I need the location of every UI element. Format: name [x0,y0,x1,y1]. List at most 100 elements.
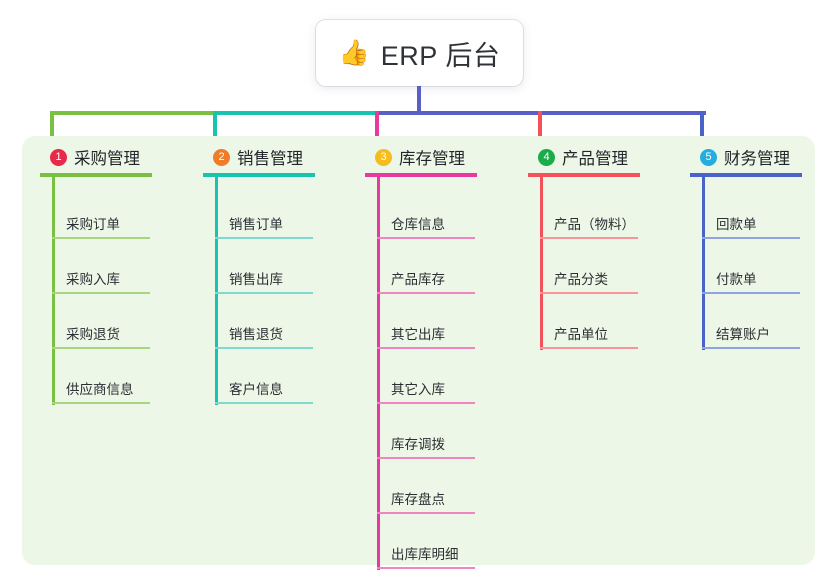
leaf-item[interactable]: 产品单位 [540,327,638,349]
branch-title: 财务管理 [724,150,790,168]
leaf-rule [540,347,638,349]
leaf-label: 结算账户 [716,327,770,342]
branch-stub-3 [375,111,379,146]
leaf-label: 产品库存 [391,272,445,287]
leaf-label: 其它入库 [391,382,445,397]
branch-title: 产品管理 [562,150,628,168]
leaf-label: 销售退货 [229,327,283,342]
leaf-item[interactable]: 销售出库 [215,272,313,294]
leaf-item[interactable]: 销售订单 [215,217,313,239]
leaf-label: 采购订单 [66,217,120,232]
leaf-label: 采购入库 [66,272,120,287]
branch-header-1[interactable]: 1 采购管理 [40,146,190,168]
leaf-item[interactable]: 销售退货 [215,327,313,349]
leaf-rule [377,402,475,404]
branch-trunk [52,177,55,405]
leaf-rule [215,237,313,239]
branch-trunk [377,177,380,570]
branch-trunk [702,177,705,350]
leaf-item[interactable]: 仓库信息 [377,217,475,239]
branch-trunk [215,177,218,405]
branch-number-badge: 5 [700,148,717,166]
leaf-item[interactable]: 产品库存 [377,272,475,294]
branch-header-rule [40,173,152,177]
leaf-label: 其它出库 [391,327,445,342]
leaf-rule [702,347,800,349]
leaf-item[interactable]: 采购订单 [52,217,150,239]
root-node-inner: 👍 ERP 后台 [339,34,501,73]
leaf-rule [377,567,475,569]
leaf-item[interactable]: 付款单 [702,272,800,294]
branch-stub-1 [50,111,54,146]
leaf-item[interactable]: 回款单 [702,217,800,239]
root-node-title: ERP 后台 [380,40,501,71]
branch-header-rule [528,173,640,177]
leaf-label: 销售订单 [229,217,283,232]
branch-title: 库存管理 [399,150,465,168]
leaf-label: 库存盘点 [391,492,445,507]
branch-stub-2 [213,111,217,146]
branch-header-5[interactable]: 5 财务管理 [690,146,839,168]
leaf-item[interactable]: 产品（物料） [540,217,638,239]
leaf-rule [215,347,313,349]
branch-title: 采购管理 [74,150,140,168]
leaf-rule [377,457,475,459]
leaf-rule [52,237,150,239]
leaf-item[interactable]: 出库库明细 [377,547,475,569]
leaf-rule [377,347,475,349]
leaf-rule [702,292,800,294]
leaf-label: 库存调拨 [391,437,445,452]
leaf-label: 供应商信息 [66,382,134,397]
leaf-rule [540,292,638,294]
leaf-label: 产品单位 [554,327,608,342]
branch-number-badge: 3 [375,148,392,166]
branch-number-badge: 1 [50,148,67,166]
leaf-rule [377,237,475,239]
leaf-label: 客户信息 [229,382,283,397]
branch-header-3[interactable]: 3 库存管理 [365,146,515,168]
leaf-label: 采购退货 [66,327,120,342]
branch-stub-4 [538,111,542,146]
leaf-label: 产品分类 [554,272,608,287]
thumbs-up-icon: 👍 [338,38,370,67]
leaf-item[interactable]: 其它入库 [377,382,475,404]
branch-trunk [540,177,543,350]
branch-header-rule [365,173,477,177]
root-node-card[interactable]: 👍 ERP 后台 [316,20,523,86]
leaf-item[interactable]: 库存调拨 [377,437,475,459]
leaf-rule [377,512,475,514]
leaf-item[interactable]: 产品分类 [540,272,638,294]
bus-segment-1 [50,111,217,115]
leaf-rule [52,347,150,349]
branch-column-5: 5 财务管理回款单付款单结算账户 [690,146,839,350]
leaf-item[interactable]: 供应商信息 [52,382,150,404]
leaf-label: 出库库明细 [391,547,459,562]
branch-number-badge: 2 [213,148,230,166]
leaf-rule [702,237,800,239]
branch-header-rule [690,173,802,177]
leaf-label: 回款单 [716,217,757,232]
leaf-item[interactable]: 其它出库 [377,327,475,349]
leaf-rule [215,402,313,404]
leaf-item[interactable]: 库存盘点 [377,492,475,514]
leaf-rule [215,292,313,294]
leaf-label: 付款单 [716,272,757,287]
leaf-label: 仓库信息 [391,217,445,232]
leaf-rule [52,402,150,404]
leaf-label: 产品（物料） [554,217,635,232]
leaf-rule [377,292,475,294]
root-stem-connector [417,86,421,113]
branch-stub-5 [700,111,704,146]
leaf-label: 销售出库 [229,272,283,287]
leaf-rule [52,292,150,294]
branch-column-3: 3 库存管理仓库信息产品库存其它出库其它入库库存调拨库存盘点出库库明细 [365,146,515,570]
leaf-item[interactable]: 结算账户 [702,327,800,349]
leaf-item[interactable]: 采购入库 [52,272,150,294]
leaf-item[interactable]: 采购退货 [52,327,150,349]
leaf-item[interactable]: 客户信息 [215,382,313,404]
